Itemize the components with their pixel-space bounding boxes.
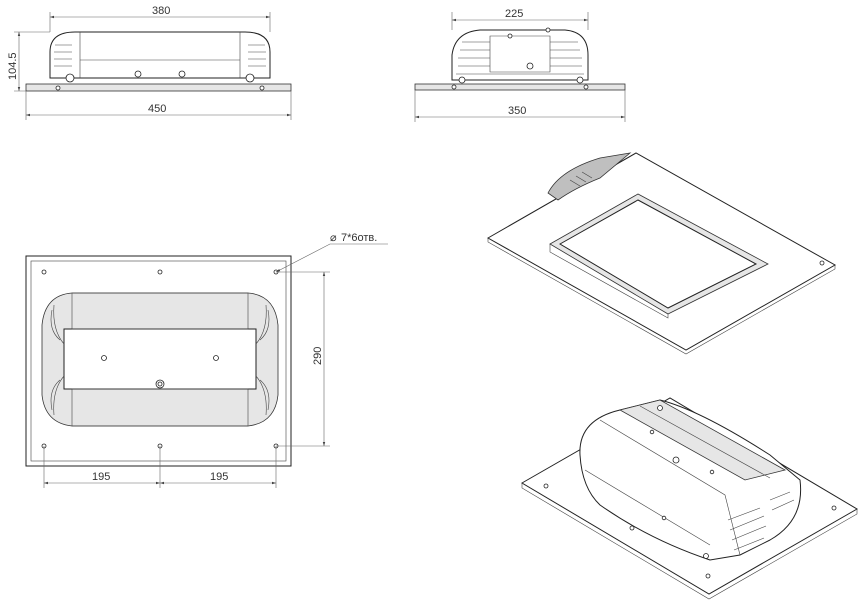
isometric-top-view xyxy=(521,397,858,600)
dim-side-base-width: 350 xyxy=(508,105,526,117)
dim-plan-right: 195 xyxy=(210,471,228,483)
isometric-bottom-view xyxy=(486,152,837,355)
dim-front-base-width: 450 xyxy=(148,103,166,115)
dim-plan-left: 195 xyxy=(92,471,110,483)
symbol-diameter: ⌀ xyxy=(330,232,337,244)
front-view: 380 450 104.5 xyxy=(7,5,292,120)
hole-note: 7*6отв. xyxy=(341,232,377,244)
plan-view: ⌀ 7*6отв. 290 195 195 xyxy=(25,232,388,488)
dim-side-top-width: 225 xyxy=(505,8,523,20)
dim-front-top-width: 380 xyxy=(152,5,170,17)
dim-plan-height: 290 xyxy=(312,347,324,365)
dim-front-height: 104.5 xyxy=(7,52,19,80)
side-view: 225 350 xyxy=(414,8,626,122)
